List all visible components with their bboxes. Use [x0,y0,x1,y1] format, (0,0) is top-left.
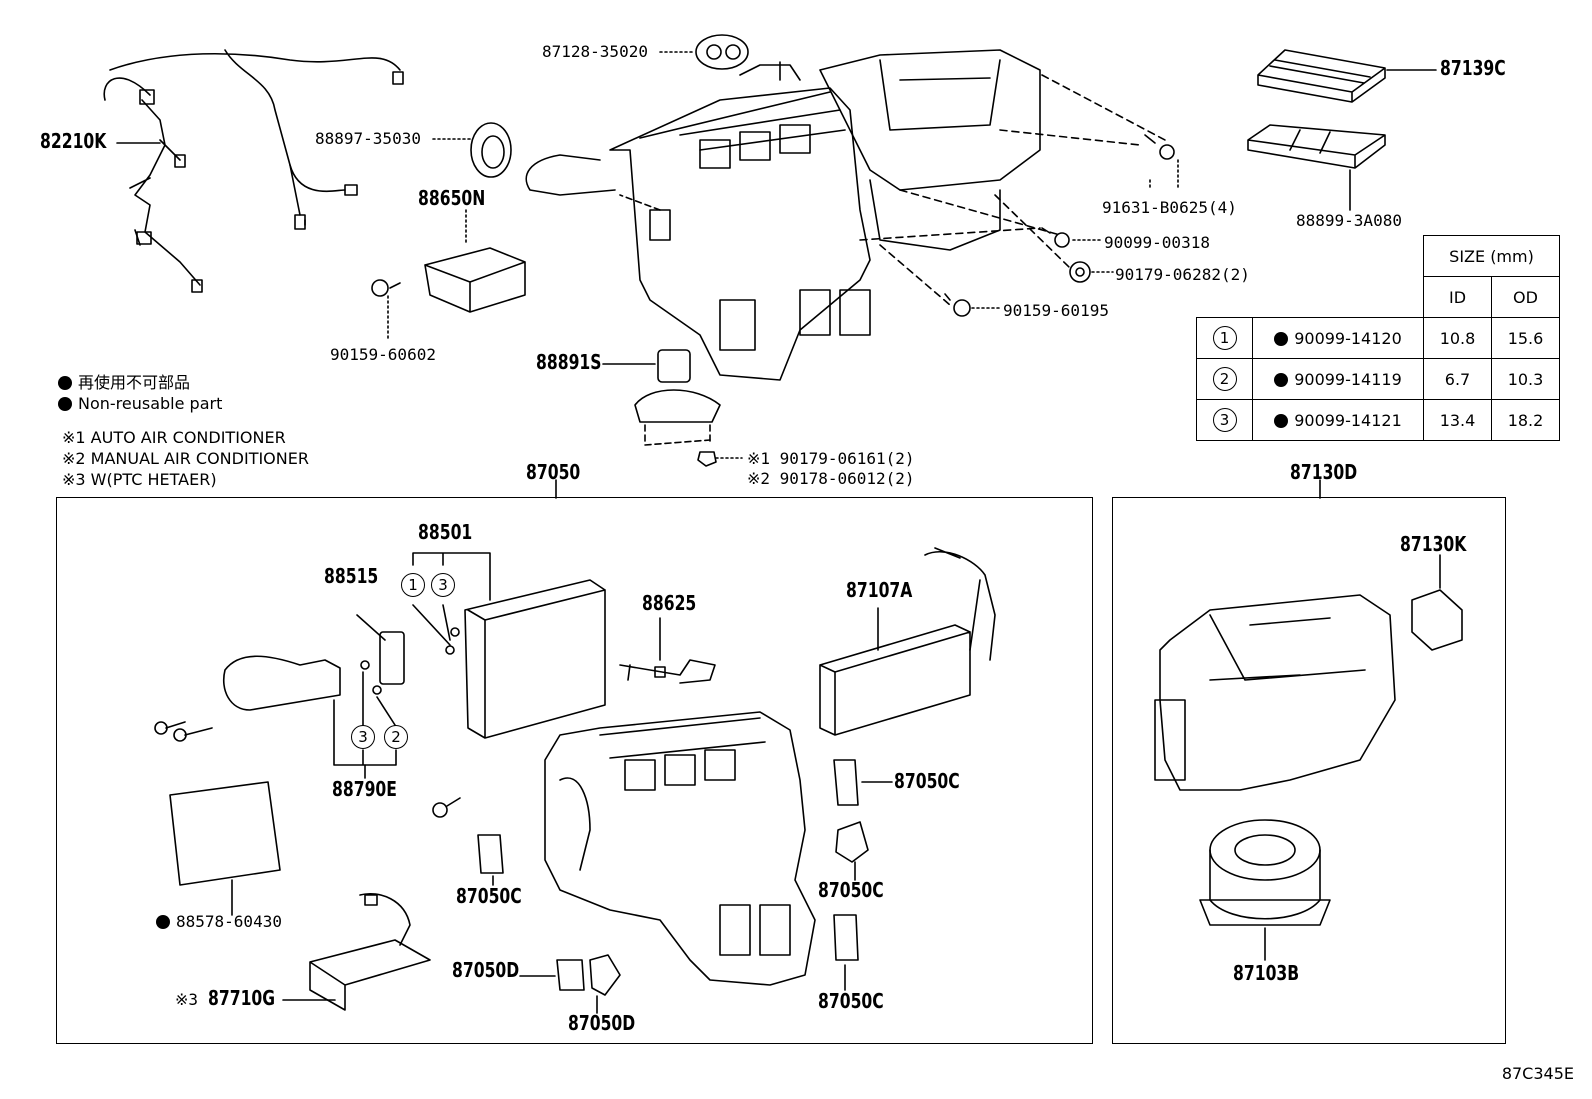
label-91631-B0625: 91631-B0625(4) [1102,198,1237,217]
label-90179-06282: 90179-06282(2) [1115,265,1250,284]
blower-motor-drawing [1199,819,1331,926]
non-reusable-dot [58,397,72,411]
legend-note-1: ※1 AUTO AIR CONDITIONER [62,428,286,447]
oring-marker-3: 3 [431,573,455,597]
oring-marker-3b: 3 [351,725,375,749]
label-87050C-a: 87050C [894,769,960,793]
label-82210K: 82210K [40,129,107,153]
label-90179-06161: ※1 90179-06161(2) [747,449,915,468]
label-88578-60430: 88578-60430 [156,912,282,932]
label-88897-35030: 88897-35030 [315,129,421,148]
label-88899-3A080: 88899-3A080 [1296,211,1402,230]
servo-motor-drawing [634,349,721,423]
label-87050: 87050 [526,460,581,484]
blower-switch-drawing [1411,589,1463,651]
label-87710G: 87710G [208,986,276,1010]
legend-jp: 再使用不可部品 [58,369,190,393]
group-box-87050 [56,497,1093,1044]
label-87130K: 87130K [1400,532,1467,556]
legend-note-3: ※3 W(PTC HETAER) [62,470,217,489]
insulator-drawing [169,781,281,886]
blower-unit-drawing [1154,594,1396,791]
label-90178-06012: ※2 90178-06012(2) [747,469,915,488]
evaporator-drawing [464,579,606,739]
hvac-case-lower-drawing [544,711,816,986]
legend-en: Non-reusable part [58,394,222,413]
pipe-drawing [223,655,341,711]
small-part-drawings [477,759,869,996]
oring-marker-2: 2 [384,725,408,749]
label-90159-60602: 90159-60602 [330,345,436,364]
bolt-drawings [154,721,461,818]
label-88501: 88501 [418,520,473,544]
amplifier-drawing [424,247,526,313]
col-od: OD [1491,276,1560,318]
group-box-87130D [1112,497,1506,1044]
non-reusable-dot [156,915,170,929]
label-87128-35020: 87128-35020 [542,42,648,61]
label-88650N: 88650N [418,186,486,210]
seal-drawing [470,122,512,178]
wire-harness-drawing [103,49,404,293]
label-90099-00318: 90099-00318 [1104,233,1210,252]
heater-core-drawing [819,547,996,736]
label-87130D: 87130D [1290,460,1358,484]
label-87139C: 87139C [1440,56,1506,80]
filter-lower-drawing [1247,124,1386,169]
label-87050C-d: 87050C [818,989,884,1013]
sensor-drawing [619,659,716,684]
label-87710G-mark: ※3 [175,990,199,1009]
label-88625: 88625 [642,591,697,615]
label-87050D-a: 87050D [452,958,520,982]
legend-note-2: ※2 MANUAL AIR CONDITIONER [62,449,309,468]
hvac-assembly-top-drawing [525,49,1041,381]
label-88790E: 88790E [332,777,397,801]
label-88515: 88515 [324,564,379,588]
grommet-drawing [695,34,749,70]
diagram-code: 87C345E [1501,1064,1574,1083]
ptc-heater-drawing [309,893,431,1011]
label-87103B: 87103B [1233,961,1300,985]
label-87050D-b: 87050D [568,1011,636,1035]
filter-upper-drawing [1257,49,1386,103]
label-87050C-b: 87050C [456,884,522,908]
size-header: SIZE (mm) [1423,235,1560,277]
expansion-valve-drawing [379,631,405,685]
label-87107A: 87107A [846,578,913,602]
non-reusable-dot [58,376,72,390]
screw-drawings [371,134,1175,317]
label-88891S: 88891S [536,350,602,374]
col-id: ID [1423,276,1492,318]
label-90159-60195: 90159-60195 [1003,301,1109,320]
label-87050C-c: 87050C [818,878,884,902]
oring-marker-1: 1 [401,573,425,597]
